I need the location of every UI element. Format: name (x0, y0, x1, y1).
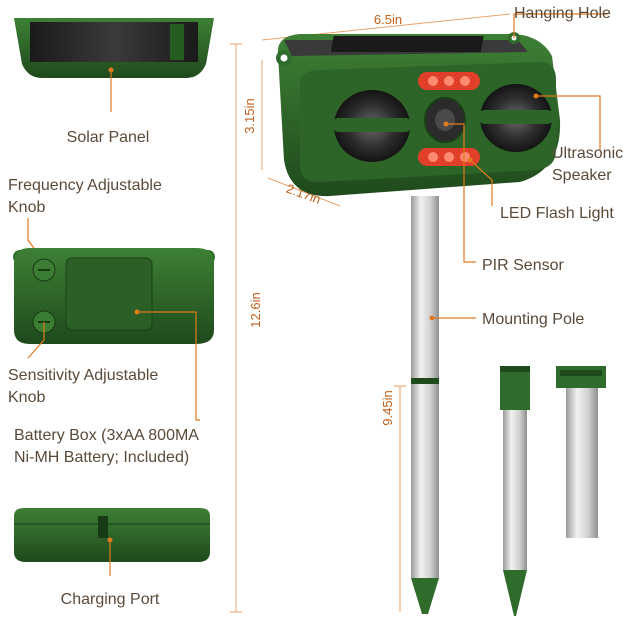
led-flash-label: LED Flash Light (500, 205, 614, 222)
charging-port-label: Charging Port (61, 591, 160, 608)
sensitivity-knob-label: Sensitivity Adjustable (8, 367, 158, 384)
sensitivity-knob-label-2: Knob (8, 389, 45, 406)
solar-panel-view (14, 18, 214, 112)
pole-length-dimension: 9.45in (380, 385, 406, 612)
total-height-dimension: 12.6in (230, 43, 263, 613)
battery-label: Battery Box (3xAA 800MA (14, 427, 199, 444)
pir-sensor-label: PIR Sensor (482, 257, 564, 274)
height-value: 3.15in (242, 98, 257, 133)
battery-label-2: Ni-MH Battery; Included) (14, 449, 189, 466)
ultrasonic-label: Ultrasonic (552, 145, 623, 162)
frequency-knob-label: Frequency Adjustable (8, 177, 162, 194)
total-height-value: 12.6in (248, 292, 263, 327)
battery-back-view (13, 248, 215, 344)
device-main-unit (276, 32, 561, 614)
solar-panel-label: Solar Panel (67, 129, 150, 146)
pole-length-value: 9.45in (380, 390, 395, 425)
speaker-label: Speaker (552, 167, 612, 184)
frequency-knob-label-2: Knob (8, 199, 45, 216)
mounting-pole-label: Mounting Pole (482, 311, 584, 328)
spare-pole-pieces (500, 366, 606, 616)
hanging-hole-label: Hanging Hole (514, 5, 611, 22)
width-value: 6.5in (374, 12, 402, 27)
charging-port-view (14, 508, 210, 576)
